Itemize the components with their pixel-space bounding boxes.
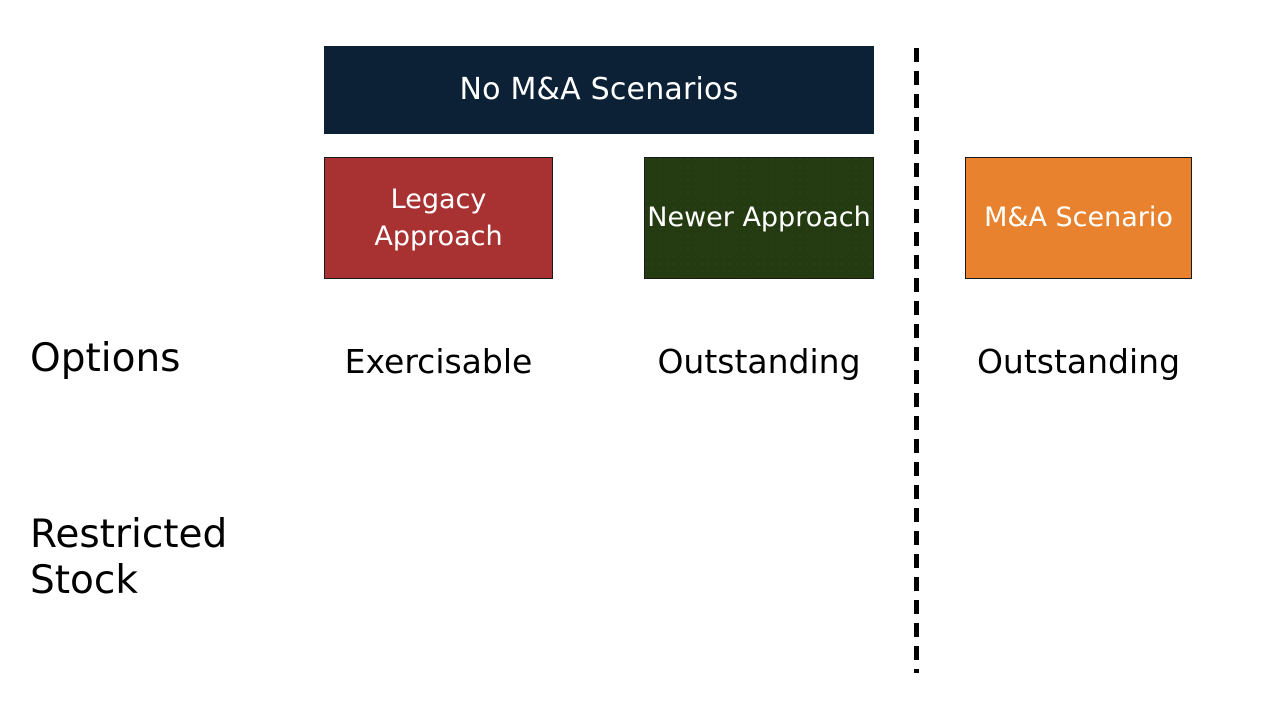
dashed-line-icon — [914, 48, 919, 673]
category-box-legacy-approach: Legacy Approach — [324, 157, 553, 279]
row-label-options: Options — [30, 336, 181, 381]
row-label-restricted-stock: Restricted Stock — [30, 512, 228, 604]
cell-options-newer: Outstanding — [657, 342, 861, 381]
no-ma-scenarios-header: No M&A Scenarios — [324, 46, 874, 134]
category-label-ma-scenario: M&A Scenario — [984, 202, 1173, 234]
category-box-newer-approach: Newer Approach — [644, 157, 874, 279]
cell-options-ma: Outstanding — [976, 342, 1181, 381]
header-label: No M&A Scenarios — [459, 71, 739, 107]
cell-options-legacy: Exercisable — [344, 342, 533, 381]
vertical-dashed-divider — [914, 48, 919, 673]
category-label-legacy-approach: Legacy Approach — [374, 183, 503, 252]
category-box-ma-scenario: M&A Scenario — [965, 157, 1192, 279]
category-label-newer-approach: Newer Approach — [647, 202, 871, 234]
